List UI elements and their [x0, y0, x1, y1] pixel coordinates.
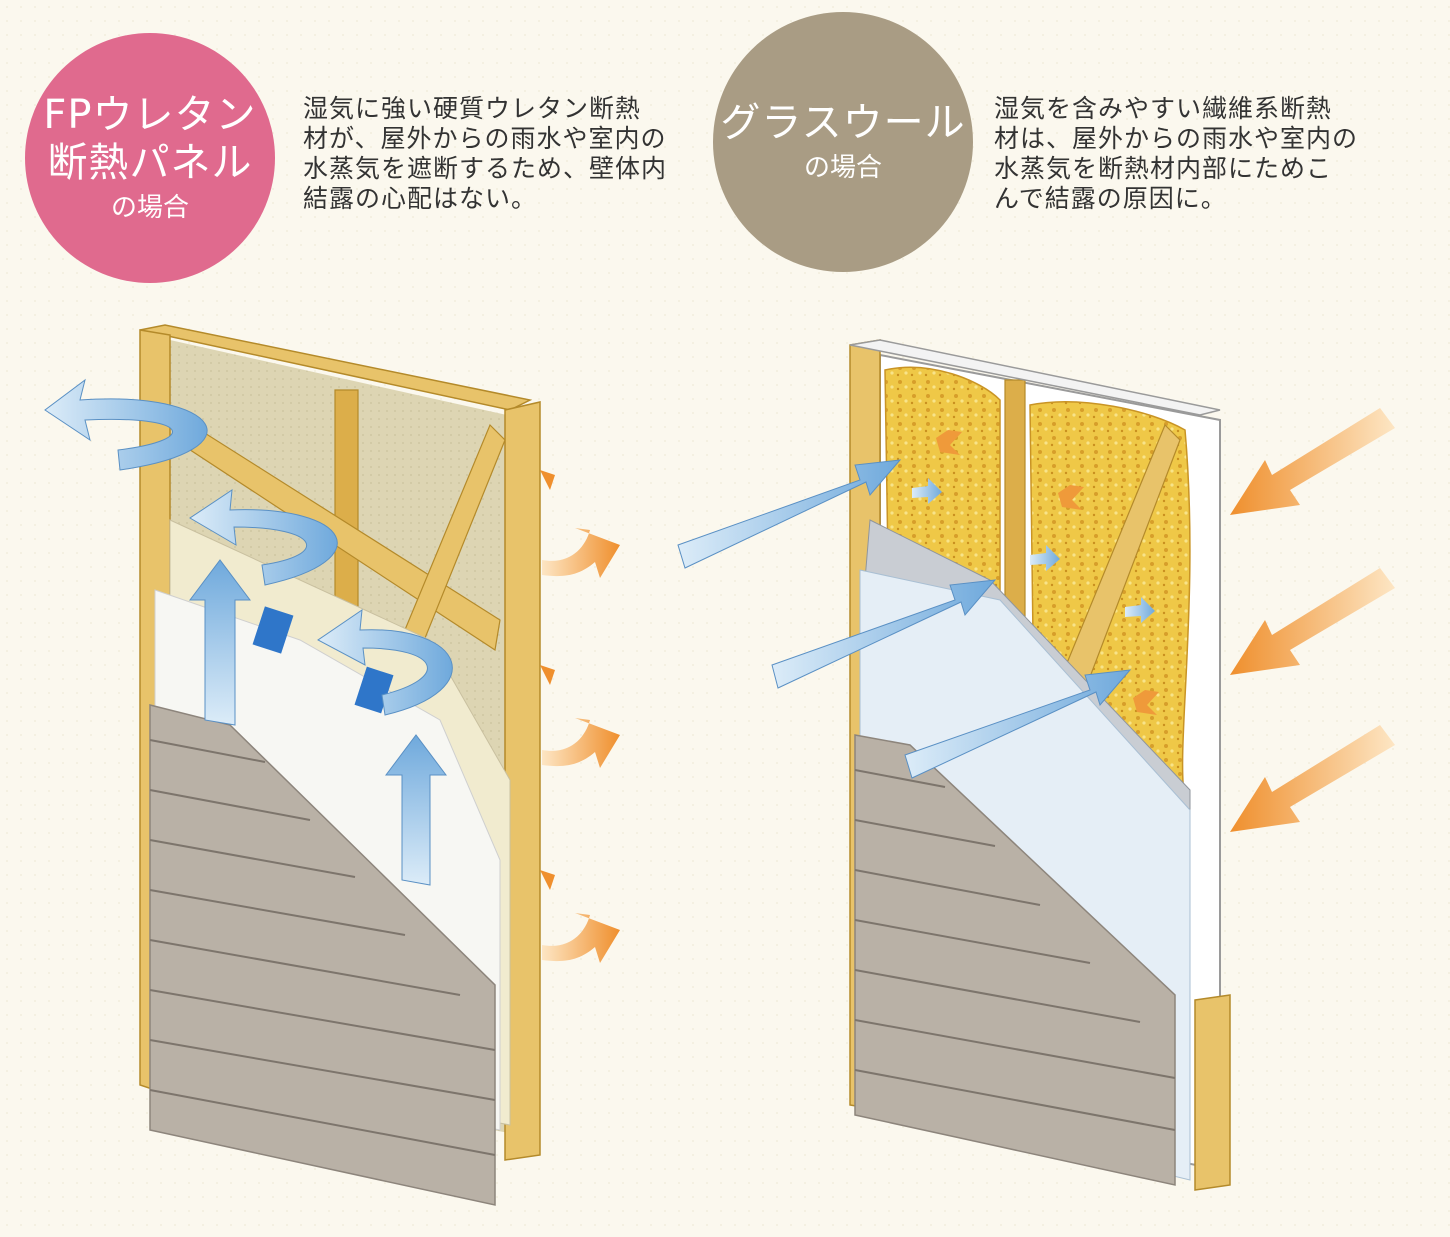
heat-arrow-tip [540, 870, 555, 890]
moisture-swirl-arrow [44, 378, 208, 471]
fp-siding-lines [149, 739, 496, 1156]
moisture-swirl-arrow [189, 488, 338, 586]
fp-description: 湿気に強い硬質ウレタン断熱 材が、屋外からの雨水や室内の 水蒸気を遮断するため、… [303, 94, 673, 214]
fp-logo-mark [252, 606, 294, 654]
gw-siding [854, 734, 1176, 1186]
heat-arrow [1230, 568, 1395, 675]
small-moisture-arrow [1125, 597, 1155, 623]
small-moisture-arrow [1030, 545, 1060, 571]
gw-desc-line: 水蒸気を断熱材内部にためこ [994, 154, 1333, 183]
heat-arrow [542, 718, 620, 768]
gw-wall [677, 339, 1395, 1191]
moisture-arrow [771, 579, 997, 689]
moisture-arrow [677, 459, 902, 569]
fp-desc-line: 材が、屋外からの雨水や室内の [303, 124, 667, 153]
gw-badge-line1: グラスウール [720, 100, 966, 146]
heat-arrow [1230, 725, 1395, 832]
fp-top-plate [139, 324, 533, 411]
gw-siding-lines [854, 769, 1176, 1131]
small-heat-arrow [1133, 690, 1159, 715]
small-moisture-arrow [912, 478, 942, 504]
moisture-arrow [904, 669, 1132, 779]
gw-heat-arrows [1230, 408, 1395, 832]
gw-top-plate [849, 339, 1221, 416]
fp-desc-line: 水蒸気を遮断するため、壁体内 [303, 154, 668, 183]
heat-arrow-tip [540, 470, 555, 490]
gw-desc-line: んで結露の原因に。 [994, 184, 1227, 213]
small-heat-arrow [1058, 485, 1084, 510]
fp-urethan-badge: FPウレタン 断熱パネル の場合 [25, 33, 275, 283]
heat-arrow [1230, 408, 1395, 515]
fp-moisture-arrows [44, 378, 453, 886]
heat-arrow [542, 528, 620, 578]
glass-wool-badge: グラスウール の場合 [713, 12, 973, 272]
gw-small-heat-arrows [936, 430, 1159, 715]
fp-desc-line: 結露の心配はない。 [303, 184, 538, 213]
gw-right-stud [1194, 994, 1231, 1191]
fp-badge-line2: 断熱パネル [47, 140, 253, 186]
heat-arrow-tip [540, 665, 555, 685]
fp-heat-arrows [540, 470, 620, 963]
fp-badge-line1: FPウレタン [43, 92, 257, 138]
fp-wall [44, 324, 620, 1206]
gw-description: 湿気を含みやすい繊維系断熱 材は、屋外からの雨水や室内の 水蒸気を断熱材内部にた… [994, 94, 1364, 214]
fp-desc-line: 湿気に強い硬質ウレタン断熱 [303, 94, 642, 123]
gw-moisture-arrows [677, 459, 1155, 779]
fp-badge-sub: の場合 [110, 193, 189, 223]
moisture-up-arrow [189, 559, 251, 726]
gw-desc-line: 材は、屋外からの雨水や室内の [994, 124, 1359, 153]
moisture-up-arrow [385, 734, 447, 886]
gw-badge-sub: の場合 [803, 153, 882, 183]
small-heat-arrow [936, 430, 962, 455]
heat-arrow [542, 913, 620, 963]
moisture-swirl-arrow [317, 608, 453, 716]
gw-desc-line: 湿気を含みやすい繊維系断熱 [994, 94, 1333, 123]
